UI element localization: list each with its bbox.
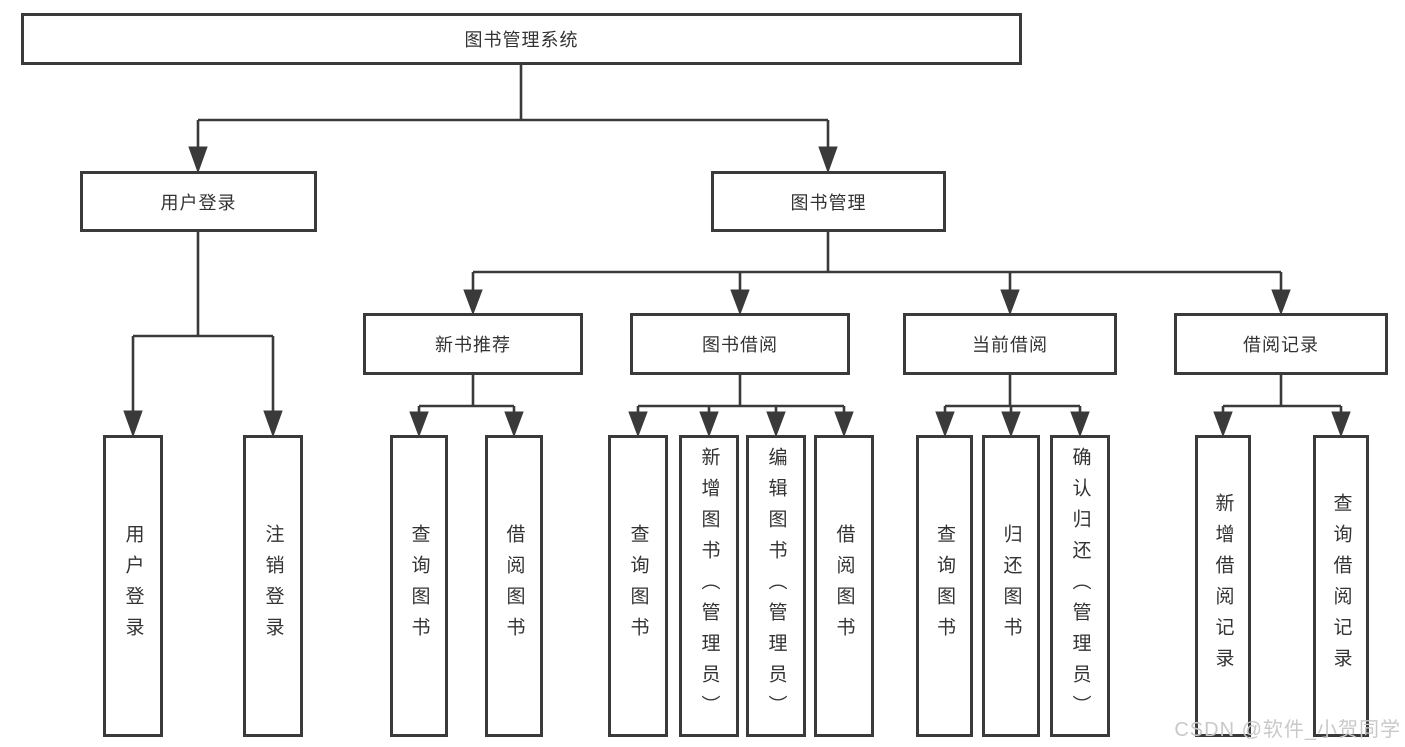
edges-borrow-records-children — [1213, 375, 1351, 438]
node-label: 用户登录 — [160, 192, 237, 213]
leaf-add-books-admin: 新增图书（管理员） — [679, 435, 739, 737]
node-new-book-recommend: 新书推荐 — [363, 313, 583, 375]
edges-book-borrow-children — [628, 375, 854, 438]
node-label: 确认归还（管理员） — [1069, 446, 1091, 726]
edges-root-to-level2 — [188, 65, 838, 174]
leaf-confirm-return-admin: 确认归还（管理员） — [1050, 435, 1110, 737]
edges-current-borrow-children — [935, 375, 1090, 438]
node-label: 编辑图书（管理员） — [765, 446, 787, 726]
csdn-watermark: CSDN @软件_小贺同学 — [1174, 719, 1401, 741]
leaf-query-books-3: 查询图书 — [916, 435, 973, 737]
node-label: 查询图书 — [408, 524, 430, 648]
node-borrow-records: 借阅记录 — [1174, 313, 1388, 375]
leaf-query-borrow-record: 查询借阅记录 — [1313, 435, 1369, 737]
leaf-query-books-2: 查询图书 — [608, 435, 668, 737]
leaf-add-borrow-record: 新增借阅记录 — [1195, 435, 1251, 737]
leaf-edit-books-admin: 编辑图书（管理员） — [746, 435, 806, 737]
node-label: 图书借阅 — [702, 335, 778, 355]
leaf-borrow-books-1: 借阅图书 — [485, 435, 543, 737]
node-current-borrow: 当前借阅 — [903, 313, 1117, 375]
node-label: 当前借阅 — [972, 335, 1048, 355]
node-label: 查询图书 — [627, 524, 649, 648]
node-label: 归还图书 — [1000, 524, 1022, 648]
node-label: 用户登录 — [122, 524, 144, 648]
node-book-management: 图书管理 — [711, 171, 946, 232]
leaf-query-books-1: 查询图书 — [390, 435, 448, 737]
node-label: 查询图书 — [934, 524, 955, 648]
node-book-borrow: 图书借阅 — [630, 313, 850, 375]
node-label: 查询借阅记录 — [1330, 493, 1352, 679]
edges-book-management-children — [463, 232, 1291, 316]
leaf-logout: 注销登录 — [243, 435, 303, 737]
node-label: 新书推荐 — [435, 335, 511, 355]
edges-new-book-children — [409, 375, 524, 438]
leaf-borrow-books-2: 借阅图书 — [814, 435, 874, 737]
leaf-return-books: 归还图书 — [982, 435, 1040, 737]
node-library-management-system: 图书管理系统 — [21, 13, 1022, 65]
node-label: 借阅记录 — [1243, 335, 1319, 355]
node-label: 图书管理系统 — [464, 30, 579, 50]
node-label: 借阅图书 — [833, 524, 855, 648]
node-label: 新增图书（管理员） — [698, 446, 720, 726]
node-user-login: 用户登录 — [80, 171, 317, 232]
node-label: 图书管理 — [790, 192, 867, 213]
leaf-user-login: 用户登录 — [103, 435, 163, 737]
node-label: 借阅图书 — [503, 524, 525, 648]
edges-user-login-children — [123, 232, 283, 438]
node-label: 注销登录 — [262, 524, 284, 648]
node-label: 新增借阅记录 — [1212, 493, 1234, 679]
